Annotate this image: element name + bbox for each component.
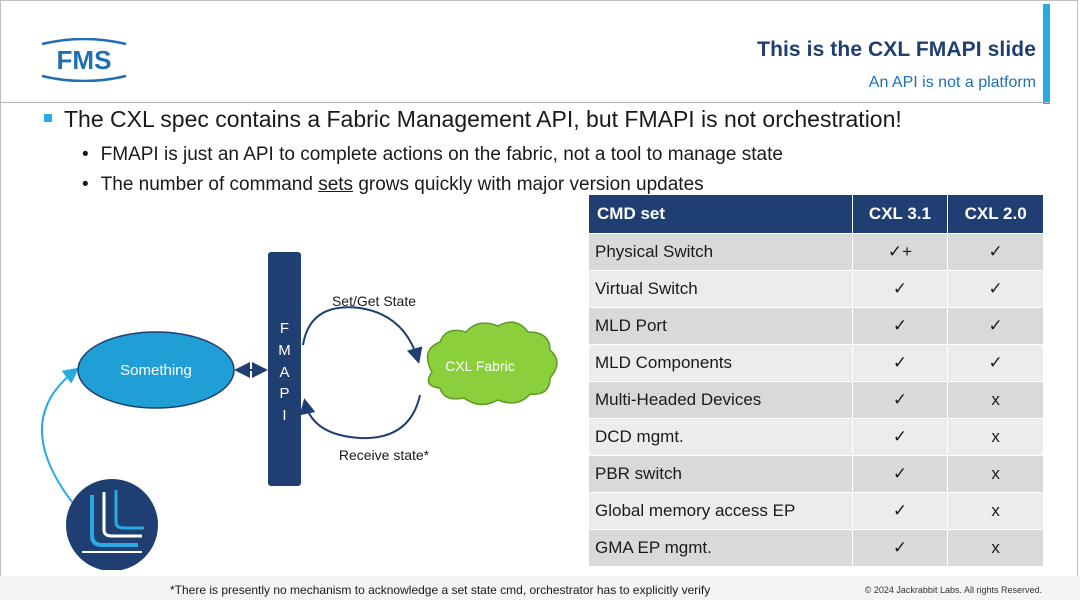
header-cxl-31: CXL 3.1 [851, 194, 949, 234]
cxl-fabric-label: CXL Fabric [445, 358, 515, 374]
fmapi-bar [268, 252, 301, 486]
fmapi-letter: I [282, 407, 286, 424]
cmd-set-table: CMD set CXL 3.1 CXL 2.0 Physical Switch✓… [588, 194, 1044, 567]
set-get-arrow [302, 306, 423, 364]
main-bullet-text: The CXL spec contains a Fabric Managemen… [64, 106, 902, 132]
header-cmd-set: CMD set [588, 194, 853, 234]
slide-title: This is the CXL FMAPI slide [757, 38, 1036, 61]
table-header-row: CMD set CXL 3.1 CXL 2.0 [588, 194, 1044, 234]
cxl-fabric-cloud [426, 321, 558, 406]
logo-to-something-arrow [41, 367, 80, 503]
something-label: Something [120, 362, 192, 379]
underlined-word: sets [318, 174, 354, 195]
table-row: Multi-Headed Devices✓x [588, 381, 1044, 419]
set-get-label: Set/Get State [332, 293, 416, 309]
fms-logo: FMS [41, 38, 127, 82]
square-bullet-icon [44, 113, 52, 122]
accent-bar [1043, 4, 1050, 104]
fmapi-letter: M [278, 342, 291, 359]
table-row: GMA EP mgmt.✓x [588, 529, 1044, 567]
table-row: MLD Port✓✓ [588, 307, 1044, 345]
fmapi-diagram: Something F M A P I Set/Get State Receiv… [41, 252, 558, 570]
fmapi-letter: A [279, 364, 289, 381]
title-block: This is the CXL FMAPI slide An API is no… [757, 38, 1036, 92]
logo-text: FMS [57, 45, 112, 75]
sub-bullets: FMAPI is just an API to complete actions… [82, 140, 783, 200]
sub-bullet: The number of command sets grows quickly… [82, 170, 783, 200]
main-bullet: The CXL spec contains a Fabric Managemen… [44, 106, 902, 133]
footnote: *There is presently no mechanism to ackn… [170, 583, 711, 597]
sub-bullet: FMAPI is just an API to complete actions… [82, 140, 783, 170]
header-cxl-20: CXL 2.0 [947, 194, 1044, 234]
jackrabbit-logo [66, 479, 158, 570]
header-divider [0, 102, 1050, 103]
table-row: Physical Switch✓+✓ [588, 233, 1044, 271]
table-row: MLD Components✓✓ [588, 344, 1044, 382]
table-row: Global memory access EP✓x [588, 492, 1044, 530]
table-row: Virtual Switch✓✓ [588, 270, 1044, 308]
footer-bar [0, 576, 1080, 600]
fmapi-letter: P [279, 385, 289, 402]
receive-label: Receive state* [339, 447, 430, 463]
receive-arrow [299, 394, 421, 440]
fmapi-letter: F [280, 320, 289, 337]
table-row: DCD mgmt.✓x [588, 418, 1044, 456]
slide-subtitle: An API is not a platform [868, 74, 1036, 91]
copyright: © 2024 Jackrabbit Labs. All rights Reser… [864, 585, 1042, 595]
table-row: PBR switch✓x [588, 455, 1044, 493]
